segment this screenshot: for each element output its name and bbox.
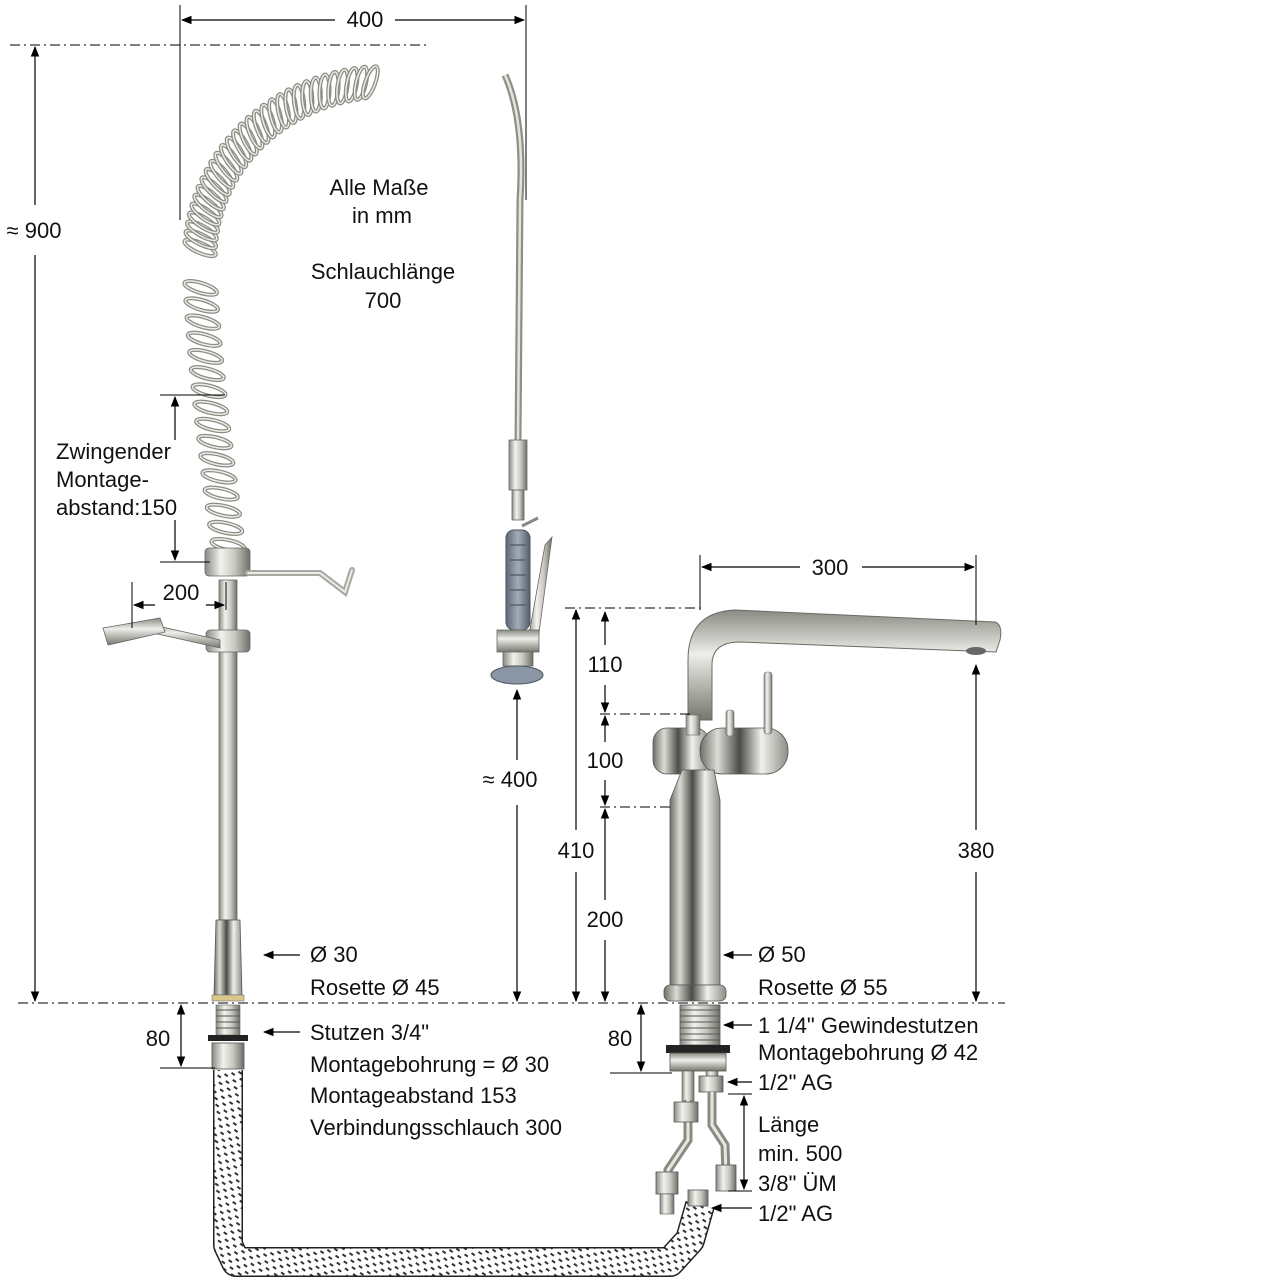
pre-rinse-unit [102,64,715,1277]
spring-turn-highlight [184,297,219,313]
spring-turn-highlight [191,383,227,398]
faucet-stub [679,1004,721,1046]
lever-tall[interactable] [763,671,773,735]
left-diameter: Ø 30 [310,942,358,967]
spring-turn-highlight [201,469,237,484]
spring-turn-highlight [188,349,223,364]
dim-100: 100 [587,748,624,773]
spring-turn-highlight [188,211,219,234]
right-ag-top: 1/2" AG [758,1070,833,1095]
note-line-1: Alle Maße [329,175,428,200]
left-spacing: Montageabstand 153 [310,1083,517,1108]
note-line-2: in mm [352,203,412,228]
left-bore: Montagebohrung = Ø 30 [310,1052,549,1077]
spring-turn-highlight [195,417,231,433]
spring-turn [203,166,232,197]
dim-wall-arm: 200 [163,580,200,605]
right-length-2: min. 500 [758,1141,842,1166]
spring-turn-highlight [183,280,218,296]
spring-turn-highlight [193,400,229,415]
left-stub-height: 80 [146,1026,170,1051]
spring-turn-highlight [206,503,241,518]
dim-410: 410 [558,838,595,863]
spring-coil [182,64,380,554]
right-rosette: Rosette Ø 55 [758,975,888,1000]
right-diameter: Ø 50 [758,942,806,967]
dim-spout-reach: 300 [812,555,849,580]
spring-turn [195,183,226,212]
left-rosette: Rosette Ø 45 [310,975,440,1000]
dim-110: 110 [587,652,622,677]
mount-label-2: Montage- [56,467,149,492]
spring-turn [199,175,229,205]
right-bore: Montagebohrung Ø 42 [758,1040,978,1065]
spring-turn-highlight [197,435,233,450]
dim-height-total: ≈ 900 [7,218,62,243]
hose-length-label: Schlauchlänge [311,259,455,284]
spring-turn-highlight [187,331,222,347]
right-length-1: Länge [758,1112,819,1137]
hose-length-value: 700 [365,288,402,313]
spring-collar [204,547,251,577]
spring-turn-highlight [199,452,235,467]
mount-label-3: abstand:150 [56,495,177,520]
dim-200: 200 [587,907,624,932]
left-conn-hose: Verbindungsschlauch 300 [310,1115,562,1140]
dim-spray-height: ≈ 400 [483,767,538,792]
spring-turn-highlight [208,521,244,535]
right-thread: 1 1/4" Gewindestutzen [758,1013,979,1038]
dim-380: 380 [958,838,995,863]
dim-width-top: 400 [347,7,384,32]
kitchen-faucet [652,609,1002,1215]
spring-turn-highlight [190,366,225,381]
right-um: 3/8" ÜM [758,1171,837,1196]
wall-bracket [102,617,251,653]
faucet-spout [687,609,1002,721]
spray-head[interactable] [490,439,553,685]
lever-small[interactable] [725,709,735,737]
labels: Alle Maße in mm Schlauchlänge 700 400 ≈ … [7,7,995,1226]
valve-body [699,727,789,775]
dimension-lines [10,5,1005,1213]
spring-turn-highlight [183,238,217,257]
right-stub-height: 80 [608,1026,632,1051]
spring-turn-highlight [362,65,379,100]
right-ag-bottom: 1/2" AG [758,1201,833,1226]
mount-label-1: Zwingender [56,439,171,464]
spring-turn-highlight [185,314,221,330]
faucet-column [669,769,721,986]
spring-turn-highlight [203,486,239,501]
left-stub: Stutzen 3/4" [310,1020,429,1045]
